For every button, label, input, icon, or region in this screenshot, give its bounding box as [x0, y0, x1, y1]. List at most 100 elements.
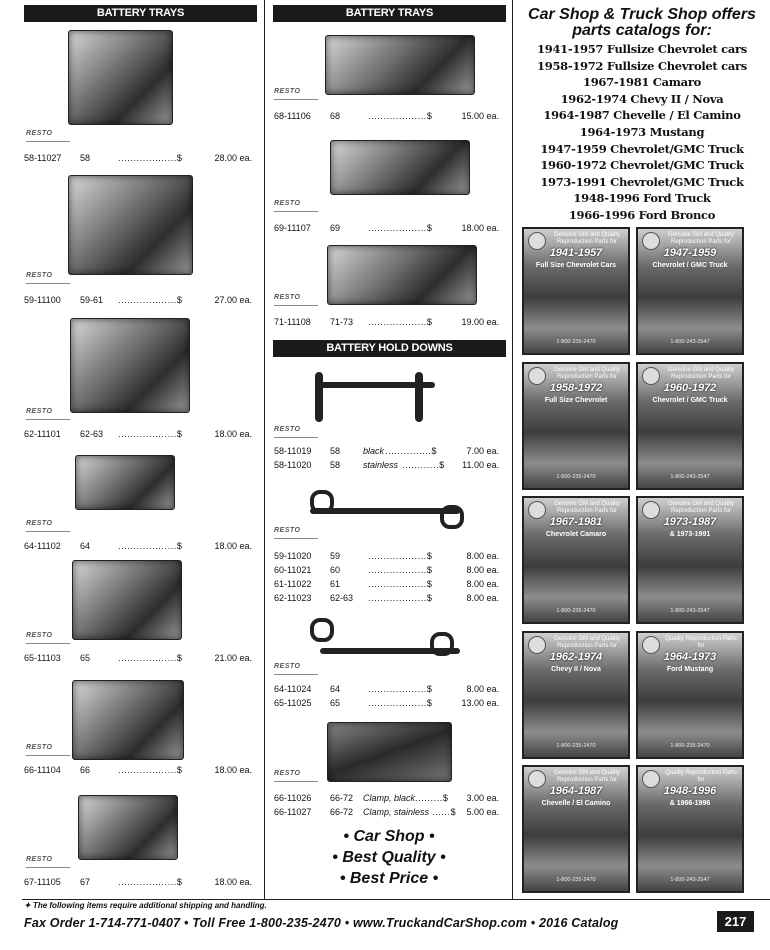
cover-title: 1941-1957 — [549, 247, 603, 259]
cover-title: 1960-1972 — [663, 381, 717, 394]
part-number: 67-11105 — [24, 877, 61, 887]
cover-subtitle: Full Size Chevrolet Cars — [535, 262, 617, 269]
cover-title: 1964-1973 — [663, 650, 717, 663]
brand-logo: RESTO — [26, 130, 70, 142]
brand-logo: RESTO — [26, 632, 70, 644]
footer-rule — [22, 899, 770, 900]
slogan-best-price: • Best Price • — [339, 870, 439, 887]
price: 3.00 ea. — [466, 793, 499, 803]
year-range: 59-61 — [80, 295, 104, 305]
part-number: 69-11107 — [274, 223, 311, 233]
catalog-cover: Genuine GM and Quality Reproduction Part… — [522, 630, 630, 759]
year-range: 65 — [80, 653, 91, 663]
brand-logo: RESTO — [274, 527, 318, 539]
catalog-promo-subtitle: parts catalogs for: — [572, 22, 712, 39]
leader-dots: ...................$ — [118, 153, 183, 163]
leader-dots: ......$ — [432, 807, 457, 817]
brand-logo: RESTO — [26, 520, 70, 532]
leader-dots: ...................$ — [368, 579, 433, 589]
part-number: 64-11102 — [24, 541, 61, 551]
leader-dots: ...................$ — [118, 541, 183, 551]
hold-down-hook — [310, 618, 334, 642]
brand-logo: RESTO — [274, 88, 318, 100]
price: 27.00 ea. — [214, 295, 252, 305]
cover-title: 1958-1972 — [549, 381, 603, 394]
cover-subtitle: Chevelle / El Camino — [541, 800, 611, 807]
cover-phone: 1-800-243-2547 — [670, 608, 710, 614]
cover-tagline: Genuine GM and Quality Reproduction Part… — [553, 232, 621, 245]
slogan-car-shop: • Car Shop • — [343, 828, 435, 845]
brand-logo: RESTO — [274, 200, 318, 212]
catalog-badge-icon — [642, 501, 660, 519]
part-photo — [78, 795, 178, 860]
hold-down-hook — [310, 490, 334, 514]
part-photo — [75, 455, 175, 510]
catalog-list-item: 1973-1991 Chevrolet/GMC Truck — [540, 174, 744, 189]
shipping-note: ✦ The following items require additional… — [24, 901, 267, 910]
brand-logo: RESTO — [274, 663, 318, 675]
year-range: 66-72 — [330, 793, 354, 803]
cover-subtitle: Ford Mustang — [666, 665, 714, 673]
leader-dots: ...............$ — [385, 446, 438, 456]
leader-dots: ............$ — [402, 460, 445, 470]
cover-title: 1973-1987 — [663, 516, 717, 528]
cover-tagline: Quality Reproduction Parts for — [665, 635, 737, 649]
leader-dots: ...................$ — [118, 653, 183, 663]
year-range: 58 — [80, 153, 91, 163]
catalog-badge-icon — [642, 366, 660, 385]
catalog-promo: Car Shop & Truck Shop offers parts catal… — [514, 0, 770, 900]
brand-logo: RESTO — [274, 294, 318, 306]
year-range: 71-73 — [330, 317, 354, 327]
cover-subtitle: Full Size Chevrolet — [544, 396, 608, 404]
part-number: 58-11019 — [274, 446, 312, 456]
cover-phone: 1-800-235-2470 — [556, 339, 596, 345]
item-description: Clamp, stainless — [363, 807, 430, 817]
cover-phone: 1-800-235-2470 — [556, 877, 596, 883]
part-photo — [68, 175, 193, 275]
cover-tagline: Genuine GM and Quality Reproduction Part… — [667, 501, 735, 514]
cover-tagline: Genuine GM and Quality Reproduction Part… — [667, 232, 735, 245]
cover-phone: 1-800-235-2470 — [670, 742, 710, 749]
price: 18.00 ea. — [214, 541, 252, 551]
leader-dots: .........$ — [415, 793, 449, 803]
part-number: 60-11021 — [274, 565, 312, 575]
leader-dots: ...................$ — [118, 295, 183, 305]
price: 8.00 ea. — [466, 684, 499, 694]
cover-title: 1948-1996 — [663, 785, 717, 797]
catalog-list-item: 1964-1987 Chevelle / El Camino — [543, 108, 741, 123]
year-range: 67 — [80, 877, 91, 887]
price: 28.00 ea. — [214, 153, 252, 163]
catalog-badge-icon — [528, 635, 546, 654]
catalog-list-item: 1966-1996 Ford Bronco — [568, 208, 716, 222]
part-number: 65-11103 — [24, 653, 61, 663]
hold-down-hook — [415, 372, 423, 422]
cover-phone: 1-800-235-2470 — [556, 608, 596, 614]
cover-subtitle: Chevrolet Camaro — [545, 531, 607, 538]
item-description: black — [363, 446, 385, 456]
price: 13.00 ea. — [461, 698, 499, 708]
price: 8.00 ea. — [466, 593, 499, 603]
part-number: 58-11020 — [274, 460, 312, 470]
leader-dots: ...................$ — [368, 317, 433, 327]
catalog-promo-title: Car Shop & Truck Shop offers — [528, 6, 756, 23]
part-number: 65-11025 — [274, 698, 312, 708]
footer-contact-line: Fax Order 1-714-771-0407 • Toll Free 1-8… — [24, 916, 619, 930]
leader-dots: ...................$ — [368, 684, 433, 694]
cover-subtitle: & 1973-1991 — [669, 531, 711, 538]
catalog-badge-icon — [642, 635, 660, 654]
cover-phone: 1-800-243-2547 — [670, 473, 710, 480]
part-number: 62-11101 — [24, 429, 61, 439]
cover-title: 1947-1959 — [663, 247, 717, 259]
cover-phone: 1-800-235-2470 — [556, 742, 596, 749]
catalog-list-item: 1941-1957 Fullsize Chevrolet cars — [537, 42, 747, 56]
